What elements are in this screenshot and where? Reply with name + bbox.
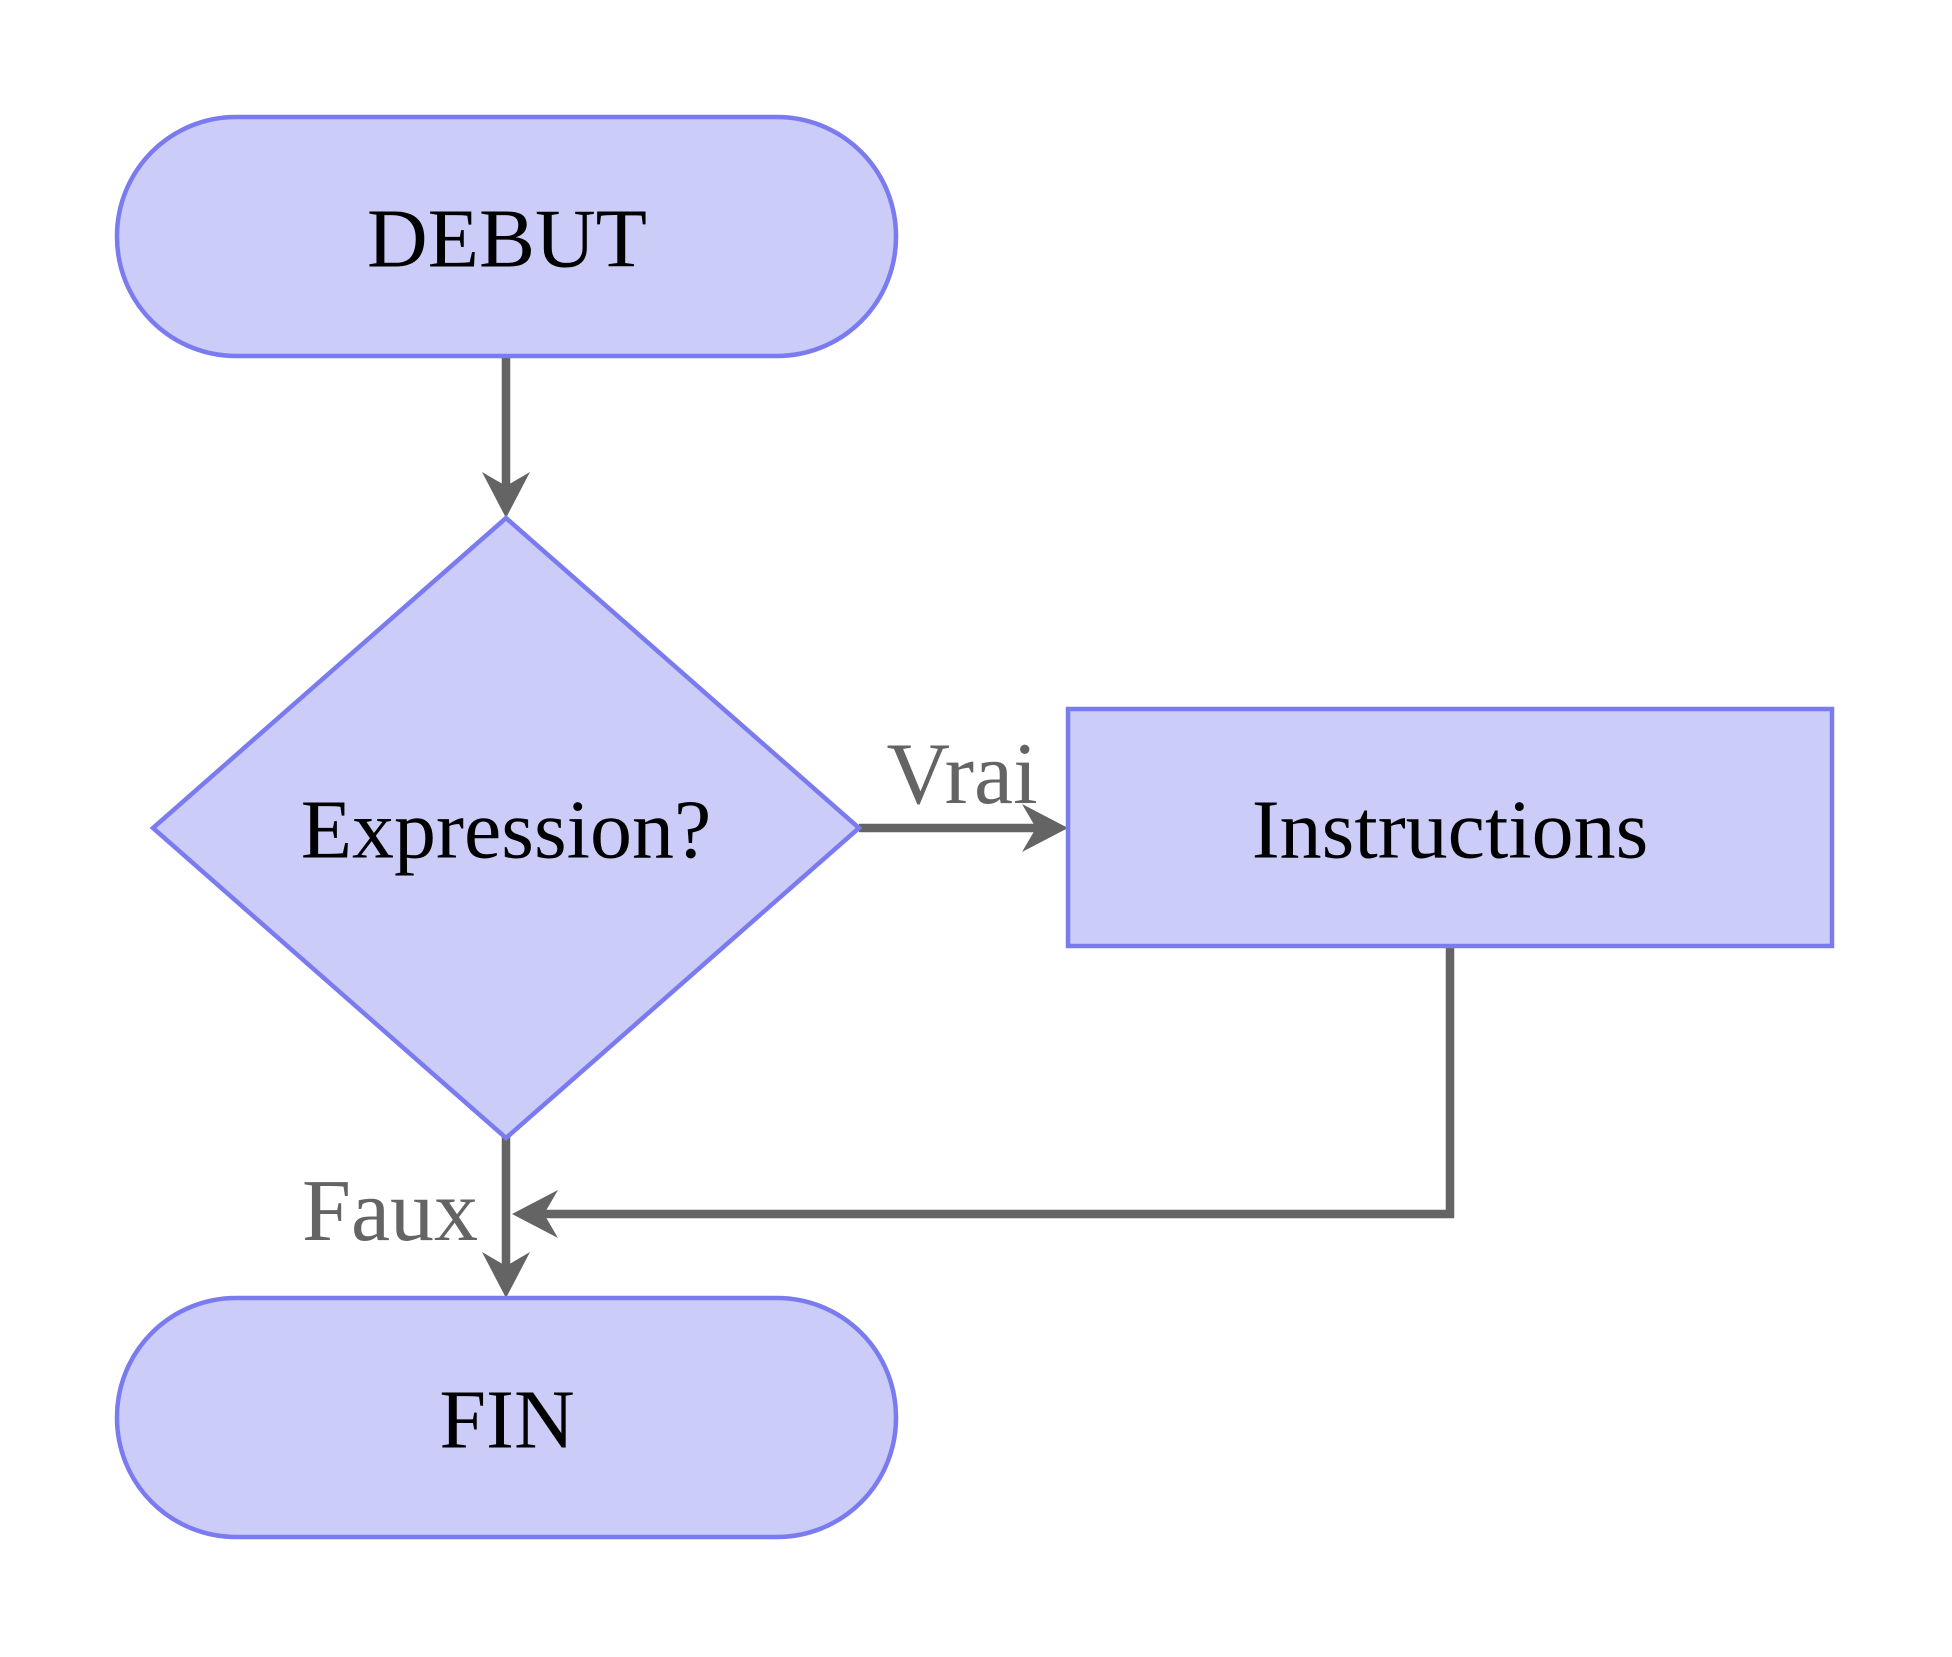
- node-start: DEBUT: [114, 114, 899, 359]
- edge-process-to-merge: [512, 944, 1455, 1238]
- node-decision: Expression?: [149, 515, 863, 1141]
- arrowhead: [482, 472, 530, 518]
- terminator-shape: [114, 114, 899, 359]
- arrowhead: [512, 1190, 558, 1238]
- node-start-label: DEBUT: [367, 192, 647, 285]
- edge-shaft: [544, 944, 1455, 1219]
- node-process: Instructions: [1065, 706, 1835, 949]
- node-decision-label: Expression?: [301, 783, 712, 876]
- process-rect-shape: [1065, 706, 1835, 949]
- terminator-shape: [114, 1295, 899, 1540]
- edge-decision-to-process: Vrai: [859, 726, 1068, 852]
- arrowhead: [482, 1252, 530, 1298]
- node-end: FIN: [114, 1295, 899, 1540]
- decision-diamond-shape: [149, 515, 863, 1141]
- edge-start-to-decision: [482, 354, 530, 518]
- edge-label-vrai: Vrai: [886, 726, 1037, 823]
- node-end-label: FIN: [439, 1373, 574, 1466]
- node-process-label: Instructions: [1252, 783, 1649, 876]
- edge-label-faux: Faux: [302, 1163, 478, 1260]
- arrowhead: [1022, 804, 1068, 852]
- edge-decision-to-end: Faux: [302, 1136, 530, 1298]
